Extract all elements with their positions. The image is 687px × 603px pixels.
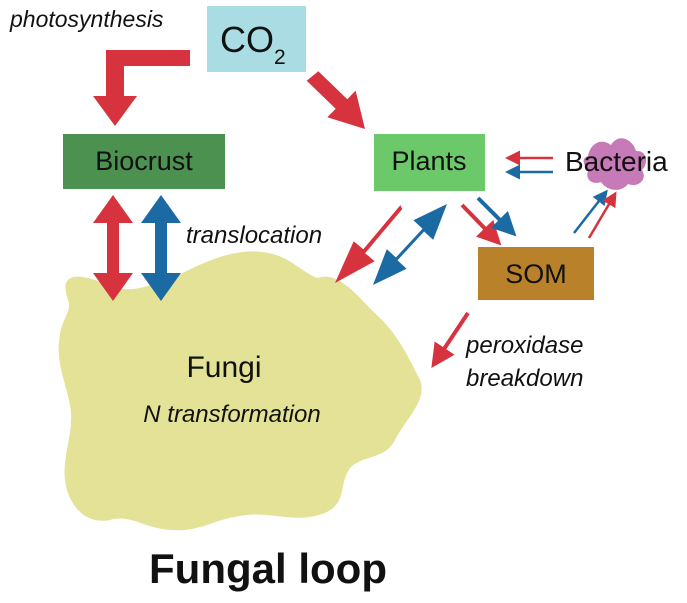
som-to-bacteria-red-arrow xyxy=(587,191,617,239)
diagram-title: Fungal loop xyxy=(149,545,387,592)
peroxidase-label: peroxidase xyxy=(465,332,583,359)
bacteria-blob xyxy=(583,138,647,190)
biocrust-label: Biocrust xyxy=(95,146,193,176)
fungi-blob xyxy=(58,251,422,531)
plants-label: Plants xyxy=(391,146,466,176)
co2-to-plants-arrow xyxy=(306,71,365,129)
bacteria-label: Bacteria xyxy=(565,146,668,177)
breakdown-label: breakdown xyxy=(466,365,583,392)
som-label: SOM xyxy=(505,259,567,289)
som-to-bacteria-blue-arrow xyxy=(573,189,608,234)
peroxidase-arrow xyxy=(431,311,470,368)
plants-fungi-blue-arrow xyxy=(373,204,447,285)
n-transformation-label: N transformation xyxy=(143,401,320,428)
plants-to-som-blue-arrow xyxy=(476,196,517,237)
photosynthesis-arrow xyxy=(93,50,190,126)
biocrust-box xyxy=(63,134,225,189)
co2-box xyxy=(207,6,306,72)
fungi-label: Fungi xyxy=(186,351,261,384)
som-box xyxy=(478,247,594,300)
plants-to-fungi-arrow xyxy=(335,205,403,283)
photosynthesis-label: photosynthesis xyxy=(9,6,164,32)
plants-box xyxy=(374,134,485,191)
biocrust-fungi-red-arrow xyxy=(93,195,133,301)
co2-label: CO2 xyxy=(220,19,286,69)
biocrust-fungi-blue-arrow xyxy=(141,195,181,301)
translocation-label: translocation xyxy=(186,222,322,249)
